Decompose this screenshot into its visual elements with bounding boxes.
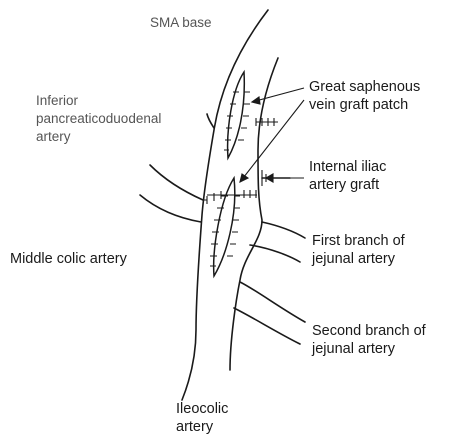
- sma-right-wall: [230, 58, 278, 370]
- middle-colic-upper-wall: [150, 165, 203, 200]
- ipd-branch: [207, 114, 214, 128]
- label-inferior-pancreaticoduodenal-artery: Inferior pancreaticoduodenal artery: [36, 92, 161, 146]
- upper-vein-patch: [224, 72, 250, 158]
- sma-left-wall: [182, 10, 268, 400]
- label-second-branch-jejunal-artery: Second branch of jejunal artery: [312, 322, 426, 358]
- lower-vein-patch: [210, 178, 240, 276]
- first-jejunal-upper-wall: [262, 222, 305, 238]
- label-internal-iliac-artery-graft: Internal iliac artery graft: [309, 158, 386, 194]
- label-sma-base: SMA base: [150, 14, 212, 32]
- label-ileocolic-artery: Ileocolic artery: [176, 400, 228, 436]
- label-middle-colic-artery: Middle colic artery: [10, 250, 127, 268]
- first-jejunal-lower-wall: [250, 245, 300, 262]
- label-first-branch-jejunal-artery: First branch of jejunal artery: [312, 232, 405, 268]
- middle-colic-lower-wall: [140, 195, 201, 222]
- leader-lines: [240, 88, 304, 182]
- label-great-saphenous-vein-graft-patch: Great saphenous vein graft patch: [309, 78, 420, 114]
